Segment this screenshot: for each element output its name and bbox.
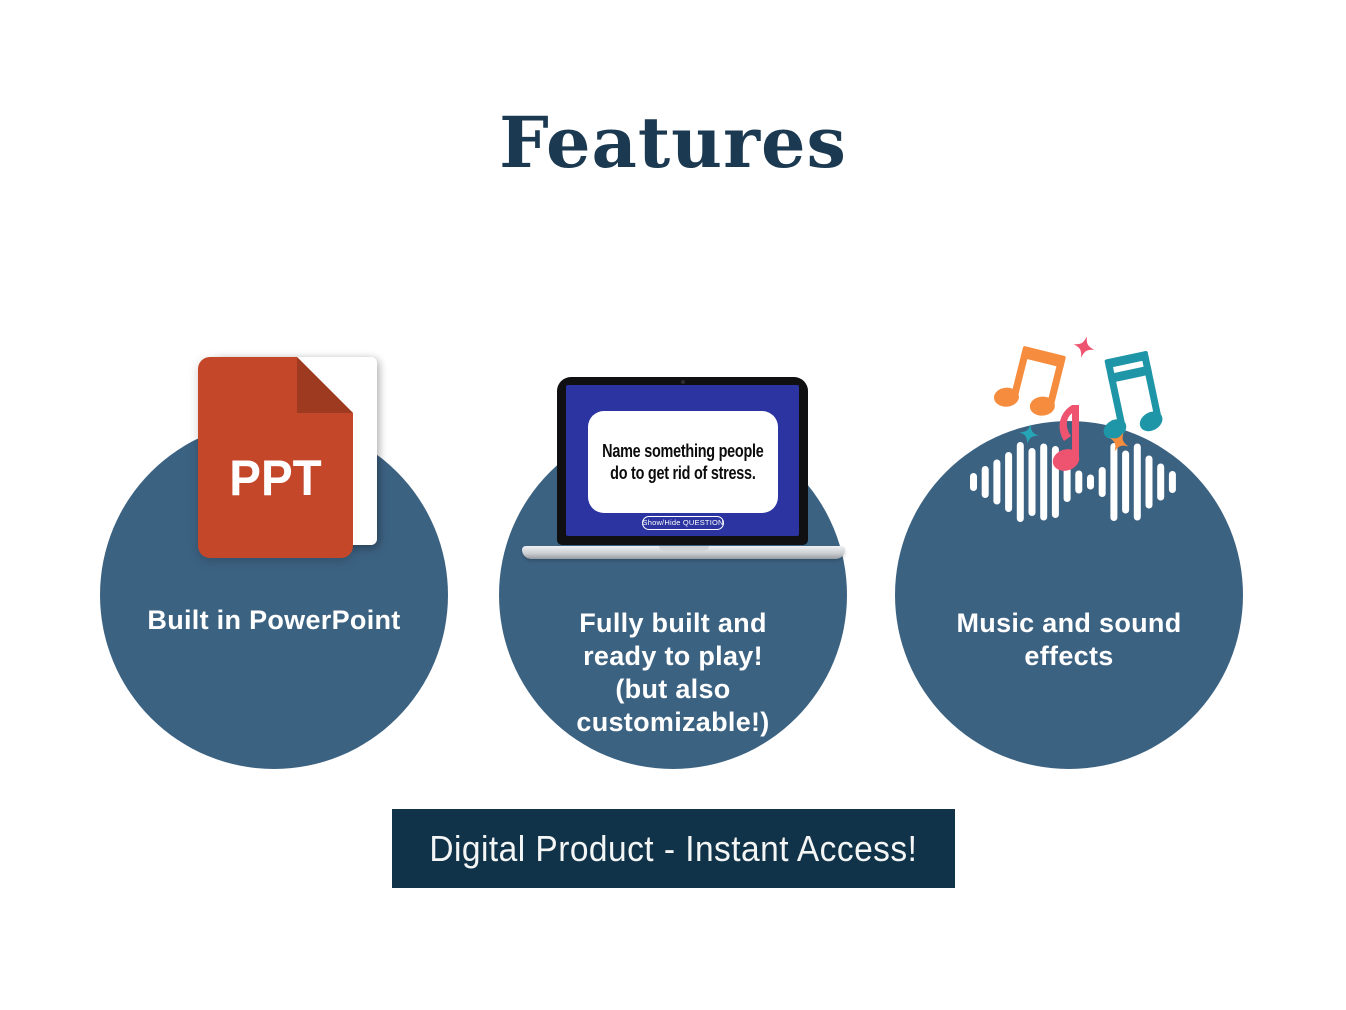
teal-sparkle-icon (1019, 424, 1039, 444)
feature-label-line: Music and sound (956, 608, 1182, 638)
question-line: Name something people (601, 441, 764, 461)
banner-text: Digital Product - Instant Access! (429, 827, 918, 869)
music-notes-icon (970, 336, 1176, 522)
feature-label-powerpoint: Built in PowerPoint (100, 604, 448, 637)
pink-music-note-icon (1052, 405, 1080, 471)
laptop-camera-icon (680, 380, 685, 384)
ppt-file-icon: PPT (198, 357, 377, 558)
feature-label-ready-to-play: Fully built and ready to play! (but also… (499, 607, 847, 739)
feature-label-line: Fully built and (579, 608, 767, 638)
sound-wave-icon (970, 442, 1176, 522)
page-title: Features (499, 101, 847, 184)
feature-label-line: (but also (615, 674, 731, 704)
pink-sparkle-icon (1073, 336, 1095, 358)
digital-product-banner: Digital Product - Instant Access! (392, 809, 955, 888)
laptop-notch (658, 546, 709, 551)
question-line: do to get rid of stress. (609, 463, 756, 483)
question-text: Name something people do to get rid of s… (601, 440, 764, 484)
feature-label-music: Music and sound effects (895, 607, 1243, 673)
laptop-icon: Name something people do to get rid of s… (522, 377, 845, 567)
orange-music-note-icon (993, 346, 1066, 416)
feature-label-line: customizable!) (576, 707, 770, 737)
laptop-base (522, 546, 845, 559)
laptop-screen: Name something people do to get rid of s… (566, 385, 799, 536)
orange-sparkle-icon (1109, 432, 1129, 452)
laptop-bezel: Name something people do to get rid of s… (557, 377, 808, 545)
feature-label-line: effects (1024, 641, 1114, 671)
question-card: Name something people do to get rid of s… (587, 411, 778, 513)
feature-label-line: ready to play! (583, 641, 763, 671)
teal-music-note-icon (1103, 350, 1163, 439)
feature-label-line: Built in PowerPoint (147, 605, 401, 635)
show-hide-question-button: Show/Hide QUESTION (641, 516, 724, 530)
ppt-file-type-label: PPT (229, 450, 322, 506)
